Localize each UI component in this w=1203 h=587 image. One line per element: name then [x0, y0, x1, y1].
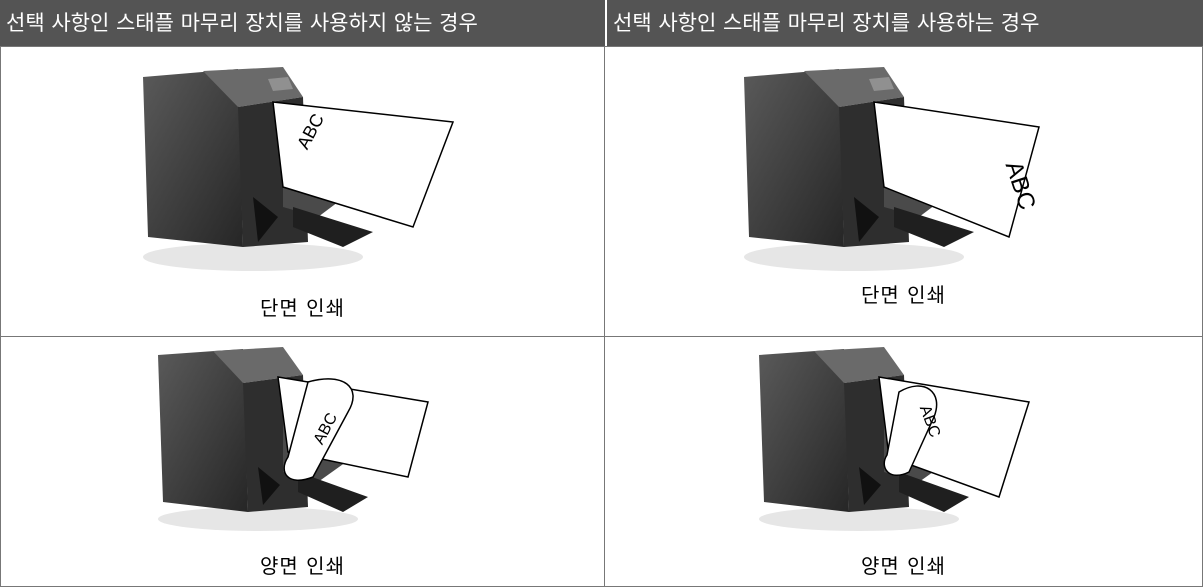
caption-two-sided: 양면 인쇄	[861, 554, 946, 578]
caption-one-sided: 단면 인쇄	[861, 283, 946, 307]
cell-two-sided-with-finisher: ABC 양면 인쇄	[604, 336, 1203, 587]
caption-two-sided: 양면 인쇄	[260, 554, 345, 578]
cell-two-sided-no-finisher: ABC 양면 인쇄	[0, 336, 605, 587]
printer-illustration: ABC	[157, 347, 448, 537]
printer-illustration: ABC	[758, 347, 1049, 537]
header-with-staple-finisher: 선택 사항인 스태플 마무리 장치를 사용하는 경우	[605, 0, 1203, 46]
printer-illustration: ABC	[142, 67, 463, 277]
cell-one-sided-with-finisher: ABC 단면 인쇄	[604, 46, 1203, 337]
cell-one-sided-no-finisher: ABC 단면 인쇄	[0, 46, 605, 337]
printer-illustration: ABC	[743, 67, 1064, 277]
header-without-staple-finisher: 선택 사항인 스태플 마무리 장치를 사용하지 않는 경우	[0, 0, 605, 46]
caption-one-sided: 단면 인쇄	[260, 296, 345, 320]
